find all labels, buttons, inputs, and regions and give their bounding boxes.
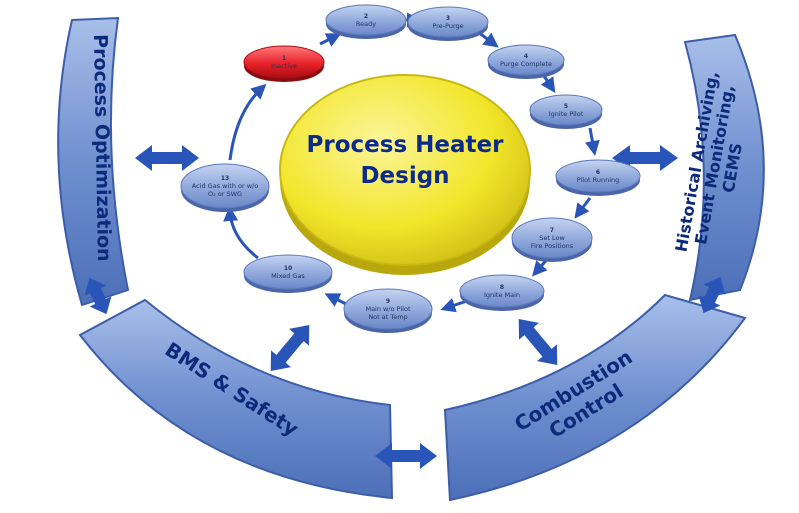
step-disc xyxy=(407,6,489,38)
step-number: 7 xyxy=(550,227,554,234)
cycle-arrow-icon xyxy=(585,127,600,156)
segment-historical-archiving: Historical Archiving, Event Monitoring, … xyxy=(672,33,765,302)
double-arrow-icon xyxy=(375,443,437,469)
step-disc xyxy=(487,44,565,76)
double-arrow-icon xyxy=(270,325,310,371)
step-number: 10 xyxy=(284,265,292,272)
double-arrow-icon xyxy=(518,319,558,365)
step-disc xyxy=(243,254,333,290)
step-disc xyxy=(511,217,593,259)
step-number: 9 xyxy=(386,298,390,305)
step-number: 1 xyxy=(282,55,286,62)
step-label: Ready xyxy=(356,20,376,28)
step-label: Inactive xyxy=(271,62,297,70)
segment-bms-safety: BMS & Safety xyxy=(78,298,394,500)
step-disc xyxy=(459,274,545,308)
step-label: Fire Positions xyxy=(531,242,574,250)
step-disc xyxy=(243,45,325,79)
hub: Process Heater Design xyxy=(279,74,531,275)
segment-process-optimization: Process Optimization xyxy=(57,16,130,307)
segment-combustion-control: Combustion Control xyxy=(443,293,747,502)
step-disc xyxy=(343,288,433,330)
step-label: Ignite Main xyxy=(484,291,520,299)
step-number: 2 xyxy=(364,13,368,20)
step-label: Pilot Running xyxy=(577,176,620,184)
step-label: Mixed Gas xyxy=(271,272,305,280)
step-disc xyxy=(529,94,603,126)
cycle-arrow-icon xyxy=(574,197,592,219)
step-label: Ignite Pilot xyxy=(549,110,584,118)
step-label: O₂ or SWG xyxy=(208,190,242,198)
cycle-arrow-icon xyxy=(223,206,259,260)
double-arrow-icon xyxy=(84,277,112,315)
cycle-arrow-icon xyxy=(319,33,342,47)
step-label: Purge Complete xyxy=(500,60,552,68)
step-disc xyxy=(325,4,407,36)
process-optimization-label: Process Optimization xyxy=(89,34,115,262)
step-disc xyxy=(180,163,270,209)
step-number: 5 xyxy=(564,103,568,110)
step-number: 8 xyxy=(500,284,504,291)
step-label: Main w/o Pilot xyxy=(365,305,410,313)
step-number: 4 xyxy=(524,53,528,60)
step-number: 6 xyxy=(596,169,600,176)
double-arrow-icon xyxy=(698,276,726,314)
step-label: Pre-Purge xyxy=(432,22,463,30)
step-label: Acid Gas with or w/o xyxy=(192,182,258,190)
step-label: Not at Temp xyxy=(368,313,407,321)
arrows-group xyxy=(84,145,726,469)
step-disc xyxy=(555,159,641,193)
step-number: 13 xyxy=(221,175,229,182)
hub-title-line1: Process Heater xyxy=(307,132,505,158)
step-label: Set Low xyxy=(539,234,565,242)
step-number: 3 xyxy=(446,15,450,22)
cycle-arrow-icon xyxy=(228,83,267,161)
hub-title-line2: Design xyxy=(360,163,449,189)
double-arrow-icon xyxy=(135,145,199,171)
